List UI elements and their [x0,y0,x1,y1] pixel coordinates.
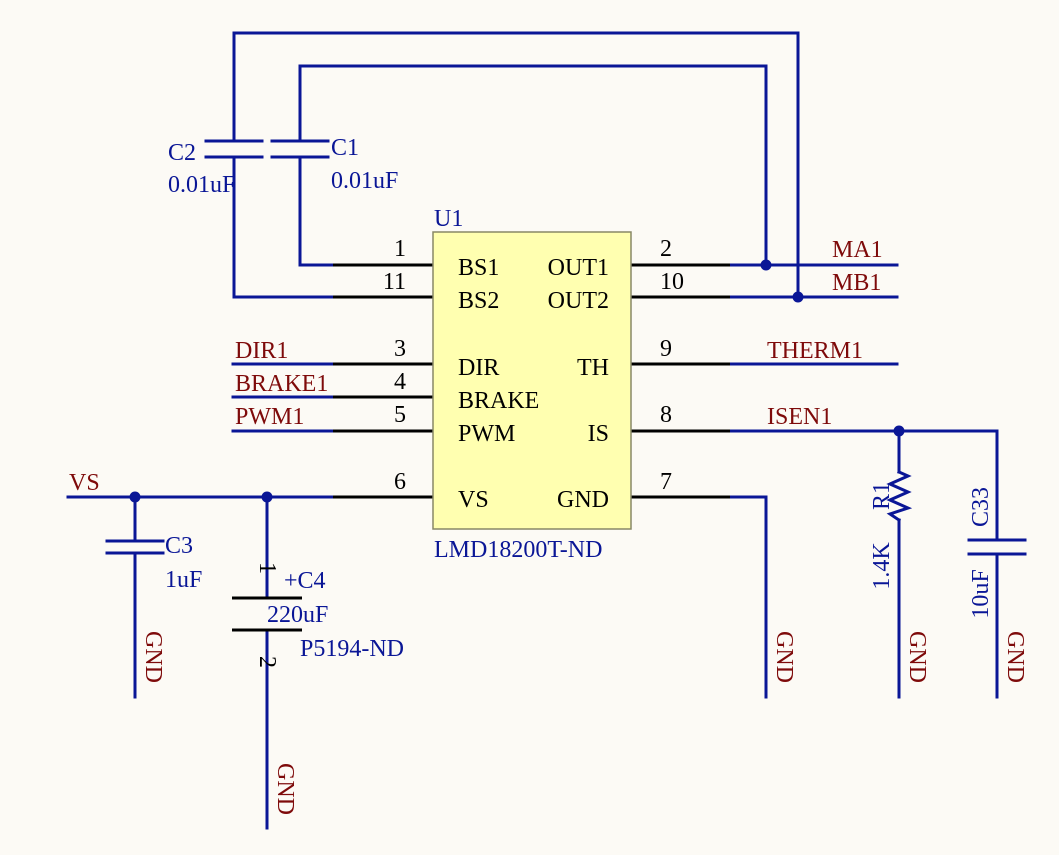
r1-value: 1.4K [869,542,895,590]
ic-ref: U1 [434,206,463,232]
junction-vs-c3 [129,491,141,503]
capacitor-c3: C3 1uF [105,533,202,593]
ic-body [432,231,632,530]
wire-gnd7 [728,495,768,699]
junction-isen1 [893,425,905,437]
capacitor-c2: C2 0.01uF [168,139,264,198]
wires [66,31,999,830]
net-labels: MA1 MB1 THERM1 ISEN1 DIR1 BRAKE1 PWM1 VS [69,237,883,496]
ic-u1: U1 LMD18200T-ND BS1 BS2 DIR BRAKE PWM VS… [383,206,684,563]
capacitor-c4: 1 2 +C4 220uF P5194-ND [232,562,404,668]
pin-num-7: 7 [660,469,672,495]
c4-pin2: 2 [254,656,280,668]
ic-pin-lines [333,263,730,499]
pin-name-dir: DIR [458,355,499,381]
c3-value: 1uF [165,567,202,593]
pin-name-bs1: BS1 [458,255,499,281]
pin-num-8: 8 [660,402,672,428]
c1-value: 0.01uF [331,168,398,194]
wire-c2-top-loop [232,31,800,299]
resistor-r1: R1 1.4K [869,470,913,590]
wire-isen1 [728,429,999,540]
c1-ref: C1 [331,135,359,161]
pin-name-vs: VS [458,487,489,513]
pin-num-10: 10 [660,269,684,295]
junction-ma1 [760,259,772,271]
capacitor-c33: C33 10uF [967,487,1027,619]
c3-ref: C3 [165,533,193,559]
capacitor-c1: C1 0.01uF [270,135,398,194]
net-label-brake1: BRAKE1 [235,371,328,397]
pin-name-bs2: BS2 [458,288,499,314]
net-label-therm1: THERM1 [767,338,863,364]
c4-ref: +C4 [284,568,326,594]
pin-name-out2: OUT2 [548,288,609,314]
c2-value: 0.01uF [168,172,235,198]
wire-c2-bottom-bs2 [232,156,335,299]
net-label-pwm1: PWM1 [235,404,304,430]
pin-name-is: IS [588,421,609,447]
net-label-vs: VS [69,470,100,496]
c2-ref: C2 [168,140,196,166]
gnd-labels: GND GND GND GND GND [140,631,1028,815]
wire-c1-top-loop [298,64,768,267]
net-label-ma1: MA1 [832,237,883,263]
junction-vs-c4 [261,491,273,503]
pin-num-5: 5 [394,402,406,428]
net-label-dir1: DIR1 [235,338,288,364]
c4-value: 220uF [267,602,328,628]
junctions [129,259,905,503]
r1-ref: R1 [869,482,895,510]
net-label-isen1: ISEN1 [767,404,832,430]
gnd-label-pin7: GND [771,631,797,683]
pin-name-brake: BRAKE [458,388,539,414]
pin-num-4: 4 [394,369,406,395]
pin-name-out1: OUT1 [548,255,609,281]
pin-num-6: 6 [394,469,406,495]
wire-c1-bottom-bs1 [298,156,335,267]
gnd-label-r1: GND [904,631,930,683]
c33-value: 10uF [968,569,994,618]
junction-mb1 [792,291,804,303]
pin-num-2: 2 [660,236,672,262]
r1-zigzag [886,470,913,523]
c33-ref: C33 [968,487,994,527]
pin-num-11: 11 [383,269,406,295]
gnd-label-c4: GND [272,763,298,815]
pin-num-1: 1 [394,236,406,262]
pin-num-9: 9 [660,336,672,362]
gnd-label-c33: GND [1002,631,1028,683]
ic-part: LMD18200T-ND [434,537,602,563]
gnd-label-c3: GND [140,631,166,683]
pin-name-th: TH [577,355,609,381]
pin-name-pwm: PWM [458,421,515,447]
pin-num-3: 3 [394,336,406,362]
c4-pin1: 1 [254,562,280,574]
pin-name-gnd: GND [557,487,609,513]
net-label-mb1: MB1 [832,270,881,296]
c4-part: P5194-ND [300,636,404,662]
